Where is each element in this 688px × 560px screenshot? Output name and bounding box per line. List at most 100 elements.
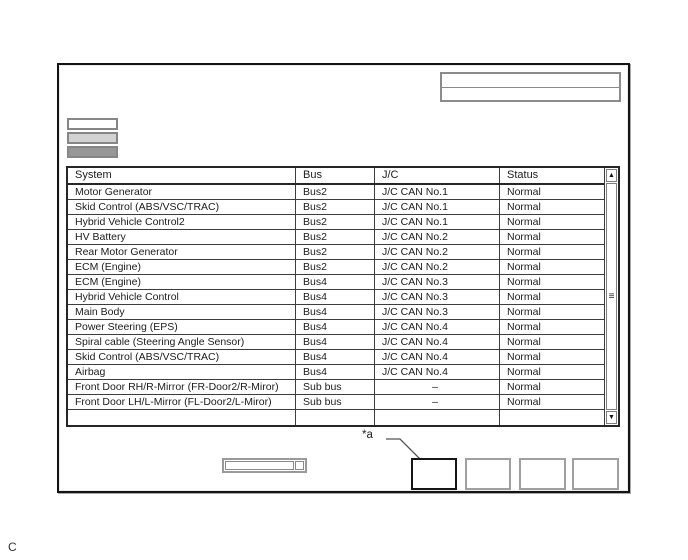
cell-status: Normal — [499, 215, 604, 229]
cell-bus: Bus2 — [295, 245, 374, 259]
vertical-scrollbar[interactable]: ▲ ≡ ▼ — [604, 168, 618, 425]
cell-status: Normal — [499, 395, 604, 409]
cell-system: Rear Motor Generator — [75, 246, 178, 258]
cell-jc: J/C CAN No.2 — [374, 245, 499, 259]
cell-bus: Sub bus — [295, 395, 374, 409]
cell-status: Normal — [499, 350, 604, 364]
progress-bar — [225, 461, 294, 470]
cell-jc: J/C CAN No.4 — [374, 350, 499, 364]
cell-bus: Bus2 — [295, 230, 374, 244]
footer-button-1-highlighted[interactable] — [411, 458, 457, 490]
cell-jc: J/C CAN No.4 — [374, 335, 499, 349]
progress-end-box — [295, 461, 304, 470]
cell-jc: J/C CAN No.2 — [374, 230, 499, 244]
footer-button-3[interactable] — [519, 458, 566, 490]
cell-bus: Bus4 — [295, 275, 374, 289]
cell-system: Power Steering (EPS) — [75, 321, 178, 333]
scrollbar-thumb[interactable]: ≡ — [606, 183, 617, 410]
column-header-bus: Bus — [295, 168, 374, 183]
cell-status: Normal — [499, 275, 604, 289]
cell-status: Normal — [499, 230, 604, 244]
cell-bus: Bus2 — [295, 260, 374, 274]
cell-bus: Bus4 — [295, 350, 374, 364]
cell-system: Front Door RH/R-Mirror (FR-Door2/R-Miror… — [75, 381, 279, 393]
cell-status: Normal — [499, 365, 604, 379]
cell-jc: J/C CAN No.3 — [374, 290, 499, 304]
cell-jc: J/C CAN No.1 — [374, 185, 499, 199]
table-row[interactable]: Spiral cable (Steering Angle Sensor) Bus4… — [68, 335, 604, 350]
cell-jc: J/C CAN No.4 — [374, 320, 499, 334]
cell-status: Normal — [499, 245, 604, 259]
cell-system: Hybrid Vehicle Control2 — [75, 216, 185, 228]
cell-system: Skid Control (ABS/VSC/TRAC) — [75, 201, 220, 213]
progress-indicator — [222, 458, 307, 473]
cell-system: ECM (Engine) — [75, 261, 141, 273]
cell-system: Hybrid Vehicle Control — [75, 291, 179, 303]
cell-jc: J/C CAN No.3 — [374, 305, 499, 319]
cell-system: HV Battery — [75, 231, 126, 243]
info-box-row — [442, 74, 619, 87]
cell-bus: Bus4 — [295, 305, 374, 319]
cell-system: Spiral cable (Steering Angle Sensor) — [75, 336, 245, 348]
cell-status: Normal — [499, 290, 604, 304]
cell-jc: J/C CAN No.1 — [374, 215, 499, 229]
scroll-up-icon: ▲ — [608, 172, 615, 179]
cell-bus: Bus2 — [295, 200, 374, 214]
cell-bus: Sub bus — [295, 380, 374, 394]
scrollbar-grip-icon: ≡ — [608, 291, 615, 302]
empty-row — [68, 410, 604, 425]
scroll-down-button[interactable]: ▼ — [606, 411, 617, 424]
scroll-up-button[interactable]: ▲ — [606, 169, 617, 182]
footer-button-2[interactable] — [465, 458, 511, 490]
cell-bus: Bus2 — [295, 215, 374, 229]
cell-status: Normal — [499, 335, 604, 349]
cell-status: Normal — [499, 185, 604, 199]
cell-status: Normal — [499, 200, 604, 214]
scroll-down-icon: ▼ — [608, 414, 615, 421]
cell-system: Main Body — [75, 306, 125, 318]
legend-swatch-dark-gray — [67, 146, 118, 158]
cell-bus: Bus4 — [295, 365, 374, 379]
info-box-row — [442, 86, 619, 101]
cell-system: Skid Control (ABS/VSC/TRAC) — [75, 351, 220, 363]
cell-system: Motor Generator — [75, 186, 153, 198]
table-row[interactable]: Front Door LH/L-Mirror (FL-Door2/L-Miror… — [68, 395, 604, 410]
legend-swatch-light-gray — [67, 132, 118, 144]
cell-status: Normal — [499, 380, 604, 394]
footer-button-4[interactable] — [572, 458, 619, 490]
cell-jc: J/C CAN No.1 — [374, 200, 499, 214]
cell-bus: Bus4 — [295, 335, 374, 349]
cell-status: Normal — [499, 305, 604, 319]
empty-cell — [68, 410, 295, 425]
cell-jc: J/C CAN No.3 — [374, 275, 499, 289]
figure-label: C — [8, 540, 17, 554]
column-header-status: Status — [499, 168, 604, 183]
column-header-jc: J/C — [374, 168, 499, 183]
empty-cell — [374, 410, 499, 425]
cell-status: Normal — [499, 260, 604, 274]
cell-status: Normal — [499, 320, 604, 334]
table-row[interactable]: Front Door RH/R-Mirror (FR-Door2/R-Miror… — [68, 380, 604, 395]
cell-jc: J/C CAN No.2 — [374, 260, 499, 274]
cell-jc: J/C CAN No.4 — [374, 365, 499, 379]
cell-jc: – — [374, 395, 499, 409]
cell-bus: Bus4 — [295, 290, 374, 304]
cell-jc: – — [374, 380, 499, 394]
